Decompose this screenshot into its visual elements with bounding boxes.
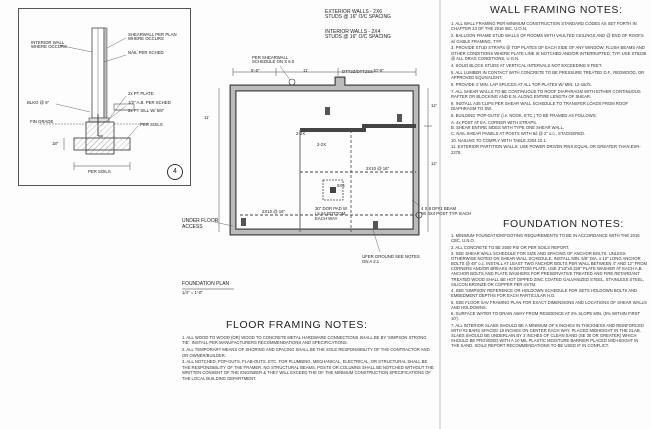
foundation-note: 7. ALL INTERIOR SLABS SHOULD BE A MINIMU… <box>451 322 644 349</box>
detail-label-nailing: NAIL PER SCHED <box>128 50 164 55</box>
plan-label-2-2x-b: 2-2X <box>317 142 327 147</box>
foundation-note: 2. ALL CONCRETE TO BE 2500 PSI OR PER SO… <box>451 244 570 250</box>
detail-footing <box>73 137 131 151</box>
wall-note: 9. BUILDING 'POP-OUTS' (i.e. NOOK, ETC.)… <box>451 113 597 119</box>
wall-note: 5. ALL LUMBER IN CONTACT WITH CONCRETE T… <box>451 69 645 81</box>
wall-framing-title: WALL FRAMING NOTES: <box>490 4 623 16</box>
detail-label-footing: PER SOILS <box>88 169 111 174</box>
detail-frame <box>18 8 191 186</box>
plan-pad-footing <box>322 179 344 201</box>
wall-note: 10. NAILING TO COMPLY WITH TABLE 2304.10… <box>451 137 547 143</box>
foundation-note: 5. SEE FLOOR SAV FRAMING PLAN FOR EXACT … <box>451 299 647 310</box>
wall-note: 2. BALLOON FRAME STUD WALLS OF ROOMS WIT… <box>451 33 644 44</box>
plan-scale: 1/4" = 1'-0" <box>182 290 203 295</box>
wall-note-sub: C. NAIL SHEAR PANELS AT POSTS WITH 8d @ … <box>451 130 586 136</box>
plan-dim-top-mid: 11' <box>303 68 309 73</box>
plan-dim-top-right: 10'-6" <box>373 68 384 73</box>
plan-dim-right: 12' <box>431 103 437 108</box>
foundation-notes-title: FOUNDATION NOTES: <box>503 218 624 230</box>
wall-note: 11. EXTERIOR PARTITION WALLS: USE POWER … <box>451 144 641 155</box>
foundation-note: 1. MINIMUM FOUNDATION/FOOTING REQUIREMEN… <box>451 233 640 244</box>
detail-label-sill: 2x PT SILL W/ 5/8" <box>128 108 165 113</box>
detail-label-plate: 2x PT PLATE <box>128 91 154 96</box>
floor-note: 1. ALL WOOD TO WOOD (OR) WOOD TO CONCRET… <box>182 335 427 346</box>
plan-beam-note: 4 X 8 DF#1 BEAM W/ 4X4 POST TYP. EACH <box>421 206 472 216</box>
wall-note: 1. ALL WALL FRAMING PER MINIMUM CONSTRUC… <box>451 21 637 32</box>
plan-header-1: 2X10 @ 16" <box>366 166 390 171</box>
wall-note-sub: A. 4x POST AT EA. CORNER WITH STRAPS. <box>451 120 538 126</box>
detail-number-bubble: 4 <box>167 164 183 180</box>
detail-label-soils: PER SOILS <box>140 122 163 127</box>
foundation-note: 3. SEE SHEAR WALL SCHEDULE FOR SIZE AND … <box>451 251 647 287</box>
plan-ufer-note: UFER GROUND SEE NOTES ON A 2.1 <box>362 254 420 264</box>
plan-exterior-walls-note: EXTERIOR WALLS - 2X6 STUDS @ 16" O/C SPA… <box>325 9 391 20</box>
plan-post-size: 6X6 <box>337 183 345 188</box>
plan-shearwall-note: PER SHEARWALL SCHEDULE ON S 6.0 <box>252 55 295 65</box>
wall-note: 4. SOLID BLOCK STUDS AT VERTICAL INTERVA… <box>451 63 603 69</box>
detail-dim-18: 18" <box>52 141 59 146</box>
floor-framing-notes: 1. ALL WOOD TO WOOD (OR) WOOD TO CONCRET… <box>182 335 434 382</box>
floor-note: 3. ALL NOTCHED, POP-OUTS, FLAB-OUTS, ETC… <box>182 359 434 381</box>
wall-framing-notes: 1. ALL WALL FRAMING PER MINIMUM CONSTRUC… <box>451 21 647 157</box>
plan-pad-note: 30" DOR PAD W / 5 #4 BOTTOM EACH WAY <box>315 206 348 221</box>
wall-note-sub: B. SHEAR ENTIRE SIDES WITH TYPE ONE SHEA… <box>451 125 565 131</box>
plan-header-2: 2X10 @ 16" <box>262 209 286 214</box>
foundation-notes: 1. MINIMUM FOUNDATION/FOOTING REQUIREMEN… <box>451 233 647 350</box>
plan-under-floor-access: UNDER FLOOR ACCESS <box>182 218 219 230</box>
wall-note: 7. ALL SHEAR WALLS TO BE CONTINUOUS TO R… <box>451 88 641 100</box>
plan-dim-right-2: 12' <box>431 161 437 166</box>
detail-label-anchor-bolt: 1/2" A.B. PER SCHED <box>128 100 171 105</box>
plan-interior-wall <box>300 124 416 132</box>
detail-label-grade: FIN GRADE <box>30 119 54 124</box>
detail-label-interior-wall: INTERIOR WALL WHERE OCCURS <box>31 40 67 50</box>
plan-dtt-note: DTT2Z/DTT2SS <box>342 69 374 74</box>
floor-framing-title: FLOOR FRAMING NOTES: <box>226 319 368 331</box>
detail-label-shearwall: SHEARWALL PER PLAN WHERE OCCURS <box>128 32 177 42</box>
plan-dim-left: 11' <box>204 115 210 120</box>
plan-title: FOUNDATION PLAN <box>182 281 230 287</box>
plan-label-2-2x: 2-2X <box>296 131 306 136</box>
plan-post <box>330 187 336 193</box>
floor-note: 2. ALL TEMPORARY MEANS OF SHORING AND SP… <box>182 347 430 358</box>
foundation-note: 4. SEE 'SIMPSON' REFERENCE OR HOLDOWN SC… <box>451 288 638 299</box>
wall-note: 8. INSTALL A35 CLIPS PER SHEAR WALL SCHE… <box>451 101 629 112</box>
detail-label-blocking: BLKG @ 6" <box>27 100 50 105</box>
wall-note: 3. PROVIDE STUD STRAPS @ TOP PLATES OF E… <box>451 45 647 62</box>
wall-note: 6. PROVIDE 4' MIN. LAP SPLICES AT ALL TO… <box>451 82 592 88</box>
plan-dim-top-left: 5'-6" <box>251 68 260 73</box>
foundation-note: 6. SURFACE WATER TO DRAIN AWAY FROM RESI… <box>451 311 641 322</box>
plan-interior-walls-note: INTERIOR WALLS - 2X4 STUDS @ 16" O/C SPA… <box>325 29 391 40</box>
